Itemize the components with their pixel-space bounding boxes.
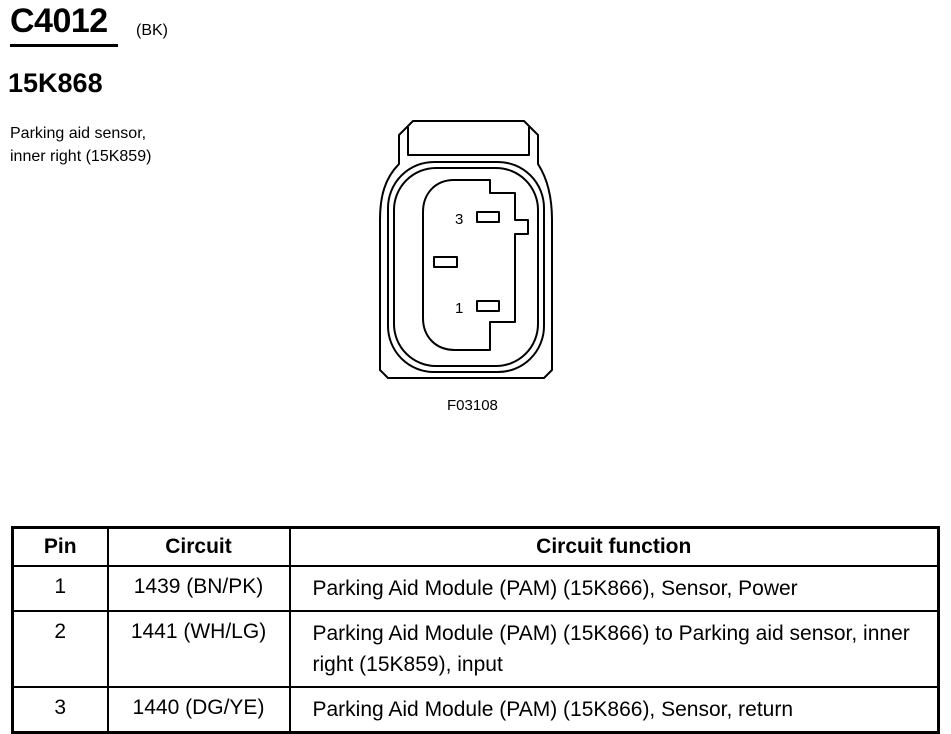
function-cell: Parking Aid Module (PAM) (15K866) to Par… (288, 610, 940, 688)
header-circuit: Circuit (106, 526, 291, 567)
function-cell: Parking Aid Module (PAM) (15K866), Senso… (288, 565, 940, 612)
pin-cell: 1 (11, 565, 109, 612)
pin-1-terminal (476, 300, 500, 312)
connector-color: (BK) (136, 22, 168, 39)
connector-inner-rim (387, 161, 545, 373)
terminal-cavity-outline (422, 179, 529, 351)
pin-2-terminal (433, 256, 458, 268)
function-cell: Parking Aid Module (PAM) (15K866), Senso… (288, 686, 940, 734)
table-row: 2 1441 (WH/LG) Parking Aid Module (PAM) … (11, 610, 940, 688)
pin-3-terminal (476, 211, 500, 223)
description-line-1: Parking aid sensor, (10, 125, 147, 142)
component-description: Parking aid sensor, inner right (15K859) (10, 122, 151, 168)
circuit-cell: 1440 (DG/YE) (106, 686, 291, 734)
connector-face-diagram: 3 1 (379, 120, 553, 379)
circuit-cell: 1439 (BN/PK) (106, 565, 291, 612)
pin-cell: 2 (11, 610, 109, 688)
latch-tab-outline (407, 127, 530, 156)
figure-code: F03108 (447, 397, 498, 414)
description-line-2: inner right (15K859) (10, 148, 152, 165)
pin-cell: 3 (11, 686, 109, 734)
pin-label-1: 1 (455, 300, 463, 317)
pin-table: Pin Circuit Circuit function 1 1439 (BN/… (11, 526, 940, 734)
part-number: 15K868 (8, 68, 103, 98)
header-pin: Pin (11, 526, 109, 567)
table-row: 1 1439 (BN/PK) Parking Aid Module (PAM) … (11, 565, 940, 612)
connector-id-underline (10, 44, 118, 47)
connector-housing-outline (379, 120, 553, 379)
table-row: 3 1440 (DG/YE) Parking Aid Module (PAM) … (11, 686, 940, 734)
pin-table-header-row: Pin Circuit Circuit function (11, 526, 940, 567)
circuit-cell: 1441 (WH/LG) (106, 610, 291, 688)
pin-label-3: 3 (455, 211, 463, 228)
header-circuit-function: Circuit function (288, 526, 940, 567)
connector-inner-rim-2 (393, 167, 539, 367)
connector-id: C4012 (10, 2, 108, 40)
